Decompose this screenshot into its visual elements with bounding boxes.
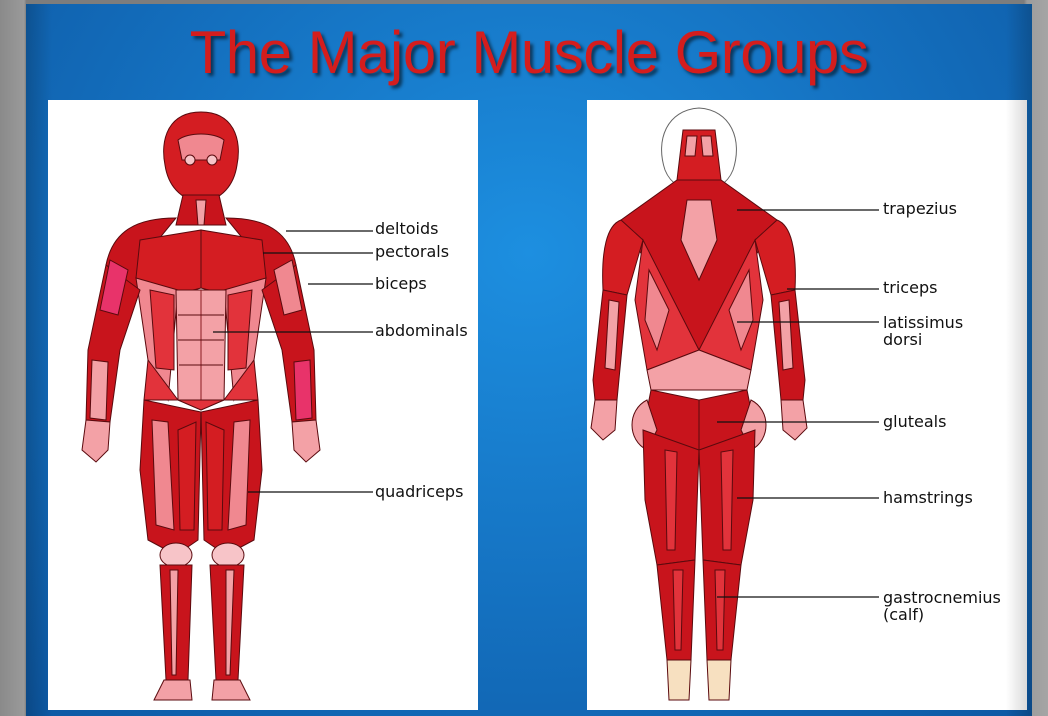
label-calf: (calf)	[883, 606, 924, 624]
label-dorsi: dorsi	[883, 331, 922, 349]
label-quadriceps: quadriceps	[375, 483, 463, 501]
label-hamstrings: hamstrings	[883, 489, 973, 507]
label-pectorals: pectorals	[375, 243, 449, 261]
slide: The Major Muscle Groups	[26, 4, 1032, 716]
label-trapezius: trapezius	[883, 200, 957, 218]
label-triceps: triceps	[883, 279, 937, 297]
label-biceps: biceps	[375, 275, 427, 293]
slide-title: The Major Muscle Groups	[26, 18, 1032, 88]
label-gluteals: gluteals	[883, 413, 946, 431]
front-view-panel: deltoids pectorals biceps abdominals qua…	[48, 100, 478, 710]
label-deltoids: deltoids	[375, 220, 438, 238]
label-abdominals: abdominals	[375, 322, 468, 340]
back-body-figure	[587, 100, 1027, 710]
back-view-panel: trapezius triceps latissimus dorsi glute…	[587, 100, 1027, 710]
front-body-figure	[48, 100, 478, 710]
